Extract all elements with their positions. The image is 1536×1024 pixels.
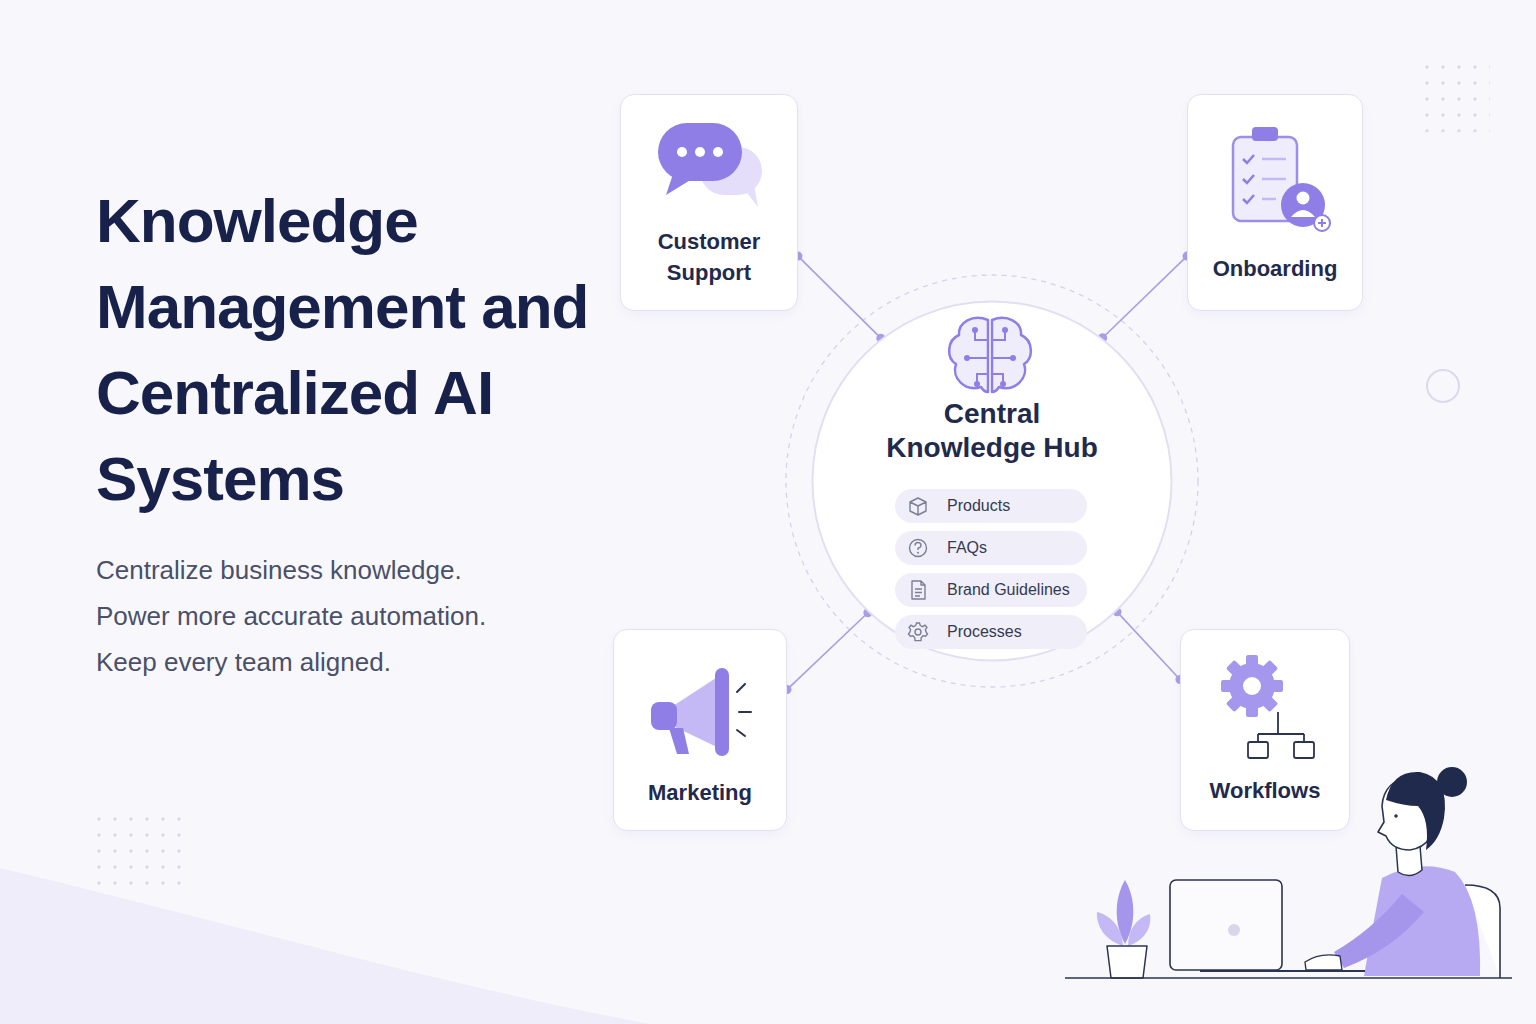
content-pill: Processes bbox=[895, 615, 1087, 649]
subtitle-line: Centralize business knowledge. bbox=[96, 555, 462, 585]
content-pill: Brand Guidelines bbox=[895, 573, 1087, 607]
dot-grid bbox=[1420, 60, 1490, 132]
connector-group bbox=[1098, 252, 1191, 343]
quest-icon bbox=[895, 531, 935, 565]
connector-line bbox=[1117, 612, 1180, 680]
content-pill: FAQs bbox=[895, 531, 1087, 565]
department-card: Marketing bbox=[613, 629, 787, 831]
brain-icon bbox=[811, 300, 1173, 662]
connector-line bbox=[1103, 256, 1187, 338]
item-label: Processes bbox=[947, 623, 1022, 641]
node-label: Onboarding bbox=[1213, 253, 1338, 284]
item-label: Brand Guidelines bbox=[947, 581, 1070, 599]
dashed-orbit bbox=[786, 275, 1198, 687]
node-label: Marketing bbox=[648, 777, 752, 808]
connector-line bbox=[798, 256, 881, 338]
connector-line bbox=[787, 613, 868, 690]
node-label: Customer Support bbox=[634, 226, 784, 288]
ring-ornament bbox=[1427, 370, 1459, 402]
hub-circle: Central Knowledge HubProductsFAQsBrand G… bbox=[811, 300, 1173, 662]
connector-group bbox=[1113, 607, 1185, 684]
department-card: Customer Support bbox=[620, 94, 798, 311]
doc-icon bbox=[895, 573, 935, 607]
corner-wave bbox=[0, 868, 650, 1024]
content-pill: Products bbox=[895, 489, 1087, 523]
item-label: Products bbox=[947, 497, 1010, 515]
item-label: FAQs bbox=[947, 539, 987, 557]
connector-group bbox=[794, 252, 886, 343]
node-label: Workflows bbox=[1210, 775, 1321, 806]
connector-group bbox=[783, 608, 873, 694]
department-card: Onboarding bbox=[1187, 94, 1363, 311]
page-title: Knowledge Management and Centralized AI … bbox=[96, 178, 616, 522]
cog-icon bbox=[895, 615, 935, 649]
department-card: Workflows bbox=[1180, 629, 1350, 831]
subtitle-line: Keep every team aligned. bbox=[96, 647, 391, 677]
desk-illustration bbox=[1065, 767, 1512, 978]
subtitle-line: Power more accurate automation. bbox=[96, 601, 486, 631]
cube-icon bbox=[895, 489, 935, 523]
dot-grid bbox=[86, 808, 182, 890]
node-label: Central Knowledge Hub bbox=[867, 397, 1117, 465]
